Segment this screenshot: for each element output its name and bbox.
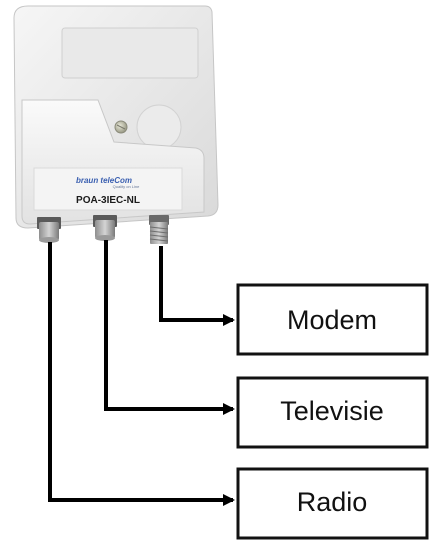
radio-box: Radio	[236, 467, 429, 540]
televisie-connection-arrow	[104, 240, 235, 415]
televisie-box: Televisie	[236, 376, 429, 449]
televisie-connector	[93, 215, 117, 241]
label-recess	[61, 27, 199, 79]
televisie-label: Televisie	[280, 396, 384, 426]
device-label-sticker	[33, 167, 183, 211]
radio-connection-arrow	[48, 242, 235, 506]
modem-box: Modem	[236, 283, 429, 356]
device-tagline: Quality on Line	[113, 184, 140, 189]
device-model: POA-3IEC-NL	[76, 195, 140, 206]
modem-connector	[149, 215, 169, 244]
modem-label: Modem	[287, 305, 377, 335]
radio-label: Radio	[297, 487, 368, 517]
radio-connector	[37, 217, 61, 243]
device-brand: braun teleCom	[76, 176, 132, 185]
cover-cap	[136, 104, 182, 150]
modem-connection-arrow	[159, 246, 235, 326]
wall-outlet-device: braun teleCom Quality on Line POA-3IEC-N…	[13, 5, 219, 244]
